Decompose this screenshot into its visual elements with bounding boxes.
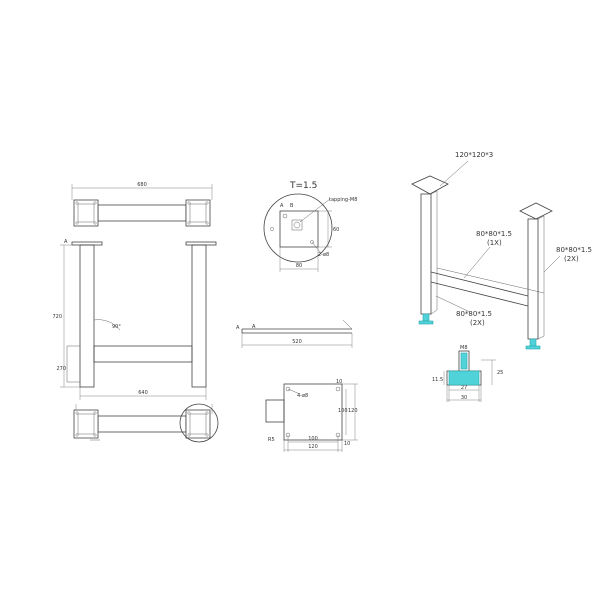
rail-view: A A 520 (236, 319, 353, 348)
plate-120v: 120 (348, 408, 358, 414)
dim-80: 80 (296, 263, 302, 269)
detail-circle (179, 403, 219, 443)
foot-115: 11.5 (432, 377, 443, 383)
plate-10-top: 10 (336, 379, 342, 385)
holes-label: 4-ø8 (297, 393, 308, 399)
top-view: 680 (71, 182, 213, 227)
foot-27: 27 (461, 385, 467, 391)
plate-spec-label: 120*120*3 (455, 151, 493, 159)
mark-a-detail: A (280, 203, 284, 209)
foot-detail: M8 11.5 25 27 30 (432, 345, 503, 402)
plate-10-bottom: 10 (344, 441, 350, 447)
plate-detail: T=1.5 A B tapping-M8 60 80 2-ø8 (263, 181, 357, 272)
mount-plate-view: 4-ø8 10 R5 100 120 100 120 10 (265, 379, 358, 452)
foot-m8: M8 (460, 345, 468, 351)
mark-a: A (64, 239, 68, 245)
plate-120: 120 (308, 444, 318, 450)
mark-a-rail-2: A (252, 324, 256, 330)
beam-qty-2: (2X) (564, 255, 579, 263)
hole-label: 2-ø8 (318, 252, 329, 258)
plate-100v: 100 (338, 408, 348, 414)
beam-spec-3: 80*80*1.5 (456, 310, 492, 318)
dim-60: 60 (333, 227, 339, 233)
inner-height-dim: 270 (56, 366, 66, 372)
beam-spec-2: 80*80*1.5 (556, 246, 592, 254)
front-view: A 90° 720 270 640 (52, 239, 217, 400)
angle-label: 90° (112, 324, 121, 330)
tapping-label: tapping-M8 (329, 197, 357, 203)
foot-30: 30 (461, 395, 467, 401)
beam-spec-1: 80*80*1.5 (476, 230, 512, 238)
thickness-label: T=1.5 (289, 181, 317, 191)
bottom-view (73, 403, 219, 443)
isometric-view: 120*120*3 80*80*1.5 (1X) 80*80*1.5 (2X) … (411, 151, 592, 350)
mark-b-detail: B (290, 203, 294, 209)
height-dim: 720 (52, 314, 62, 320)
beam-qty-1: (1X) (487, 239, 502, 247)
bottom-width-dim: 640 (138, 390, 148, 396)
plate-r5: R5 (268, 437, 275, 443)
mark-a-rail: A (236, 325, 240, 331)
foot-25: 25 (497, 370, 503, 376)
top-width-dim: 680 (137, 182, 147, 188)
beam-qty-3: (2X) (470, 319, 485, 327)
plate-100: 100 (308, 436, 318, 442)
rail-length-dim: 520 (292, 339, 302, 345)
